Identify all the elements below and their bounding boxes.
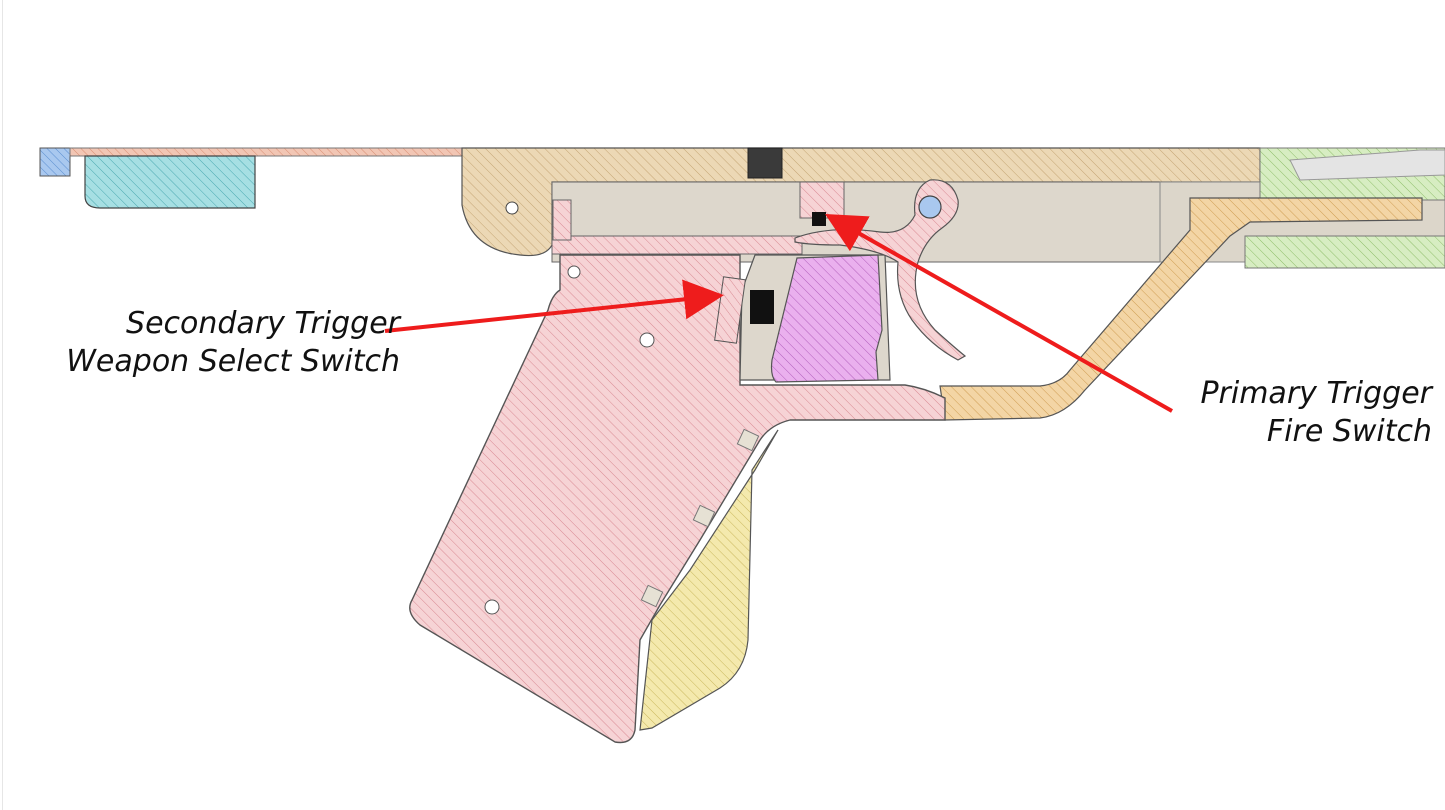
panel-tab-3 [640,584,664,608]
left-receiver-section [39,147,466,209]
left-cyan-stock [84,155,256,209]
fire-switch-body [812,212,826,226]
select-button [770,254,883,383]
primary-callout-arrow [825,214,1173,413]
secondary-callout-line1: Secondary Trigger [126,306,400,341]
housing-lower-band [551,235,803,255]
left-blue-tab [39,147,71,177]
trigger-pivot-pin [918,195,942,219]
grip-side-panel [639,429,779,731]
primary-trigger-callout: Primary Trigger Fire Switch [1172,375,1432,451]
grip-hole-top [567,265,581,279]
primary-callout-line1: Primary Trigger [1200,376,1432,411]
primary-callout-line2: Fire Switch [1266,414,1432,449]
right-green-lower [1244,235,1445,269]
receiver-pin-hole [505,201,519,215]
right-grey-steps [1289,149,1445,181]
left-top-rail [69,147,466,157]
housing-left-tab [552,199,572,241]
receiver-dark-post [747,147,783,179]
grip-hole-bottom [484,599,500,615]
panel-tab-1 [736,428,760,452]
secondary-trigger-callout: Secondary Trigger Weapon Select Switch [40,305,400,381]
primary-trigger [794,179,967,361]
trigger-guard [939,197,1423,421]
right-stock-section [1244,147,1445,269]
grip-hole-mid [639,332,655,348]
weapon-select-switch [750,290,774,324]
pistol-grip [409,254,946,744]
secondary-callout-arrow [384,279,724,333]
panel-tab-2 [692,504,716,528]
frame-edge [2,0,3,810]
secondary-callout-line2: Weapon Select Switch [66,344,400,379]
